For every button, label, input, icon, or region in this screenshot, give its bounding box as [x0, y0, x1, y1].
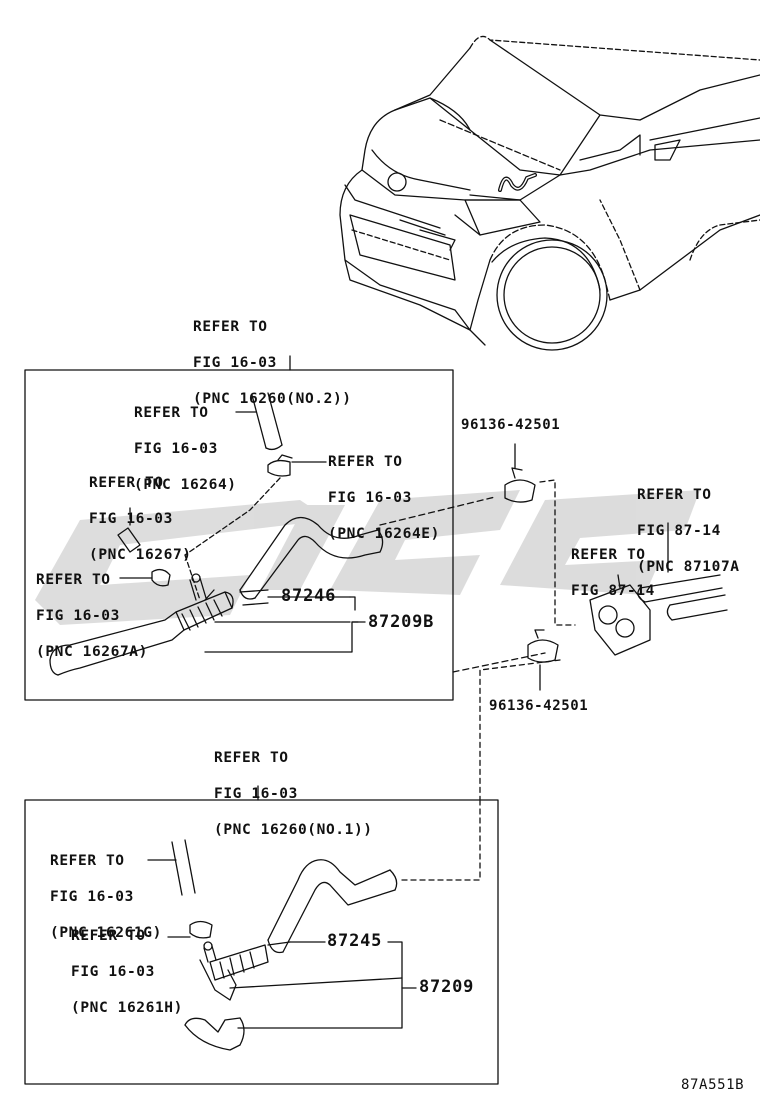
label-line: (PNC 16264): [134, 477, 237, 493]
label-line: REFER TO: [36, 572, 111, 588]
label-line: FIG 16-03: [89, 511, 173, 527]
label-line: (PNC 16261H): [71, 1000, 183, 1016]
label-refer-16267: REFER TO FIG 16-03 (PNC 16267): [89, 456, 192, 564]
part-number-clamp-bottom: 96136-42501: [489, 698, 589, 714]
label-line: REFER TO: [134, 405, 209, 421]
label-refer-16260-no2: REFER TO FIG 16-03 (PNC 16260(NO.2)): [193, 300, 352, 408]
part-number-clamp-top: 96136-42501: [461, 417, 561, 433]
label-line: REFER TO: [328, 454, 403, 470]
label-line: REFER TO: [571, 547, 646, 563]
label-line: REFER TO: [50, 853, 125, 869]
label-refer-16261h: REFER TO FIG 16-03 (PNC 16261H): [71, 909, 183, 1017]
label-line: FIG 16-03: [50, 889, 134, 905]
label-refer-16267a: REFER TO FIG 16-03 (PNC 16267A): [36, 553, 148, 661]
figure-code: 87A551B: [681, 1077, 745, 1093]
label-line: (PNC 16260(NO.2)): [193, 391, 352, 407]
part-number-87245: 87245: [327, 931, 383, 951]
label-refer-16261g: REFER TO FIG 16-03 (PNC 16261G): [50, 834, 162, 942]
label-line: FIG 87-14: [571, 583, 655, 599]
part-number-87209: 87209: [419, 977, 475, 997]
label-line: REFER TO: [71, 928, 146, 944]
label-line: (PNC 16261G): [50, 925, 162, 941]
upper-assembly-frame: [24, 369, 454, 701]
part-number-87209b: 87209B: [368, 612, 435, 632]
label-line: FIG 16-03: [134, 441, 218, 457]
label-line: FIG 87-14: [637, 523, 721, 539]
label-line: FIG 16-03: [71, 964, 155, 980]
lower-assembly-frame: [24, 799, 499, 1085]
label-line: FIG 16-03: [193, 355, 277, 371]
label-refer-87107a: REFER TO FIG 87-14 (PNC 87107A: [637, 468, 740, 576]
label-line: FIG 16-03: [328, 490, 412, 506]
label-line: (PNC 16267): [89, 547, 192, 563]
label-line: (PNC 16267A): [36, 644, 148, 660]
label-line: REFER TO: [193, 319, 268, 335]
label-line: REFER TO: [637, 487, 712, 503]
label-refer-87-14: REFER TO FIG 87-14: [571, 528, 655, 600]
label-refer-16260-no1: REFER TO FIG 16-03 (PNC 16260(NO.1)): [214, 731, 373, 839]
label-line: FIG 16-03: [36, 608, 120, 624]
grommet: [589, 574, 651, 656]
label-line: (PNC 87107A: [637, 559, 740, 575]
label-refer-16264: REFER TO FIG 16-03 (PNC 16264): [134, 386, 237, 494]
label-line: FIG 16-03: [214, 786, 298, 802]
label-line: REFER TO: [89, 475, 164, 491]
label-line: (PNC 16260(NO.1)): [214, 822, 373, 838]
label-line: REFER TO: [214, 750, 289, 766]
label-refer-16264e: REFER TO FIG 16-03 (PNC 16264E): [328, 435, 440, 543]
part-number-87246: 87246: [281, 586, 337, 606]
label-line: (PNC 16264E): [328, 526, 440, 542]
watermark-logo: [35, 490, 700, 625]
car-illustration: [339, 35, 760, 351]
